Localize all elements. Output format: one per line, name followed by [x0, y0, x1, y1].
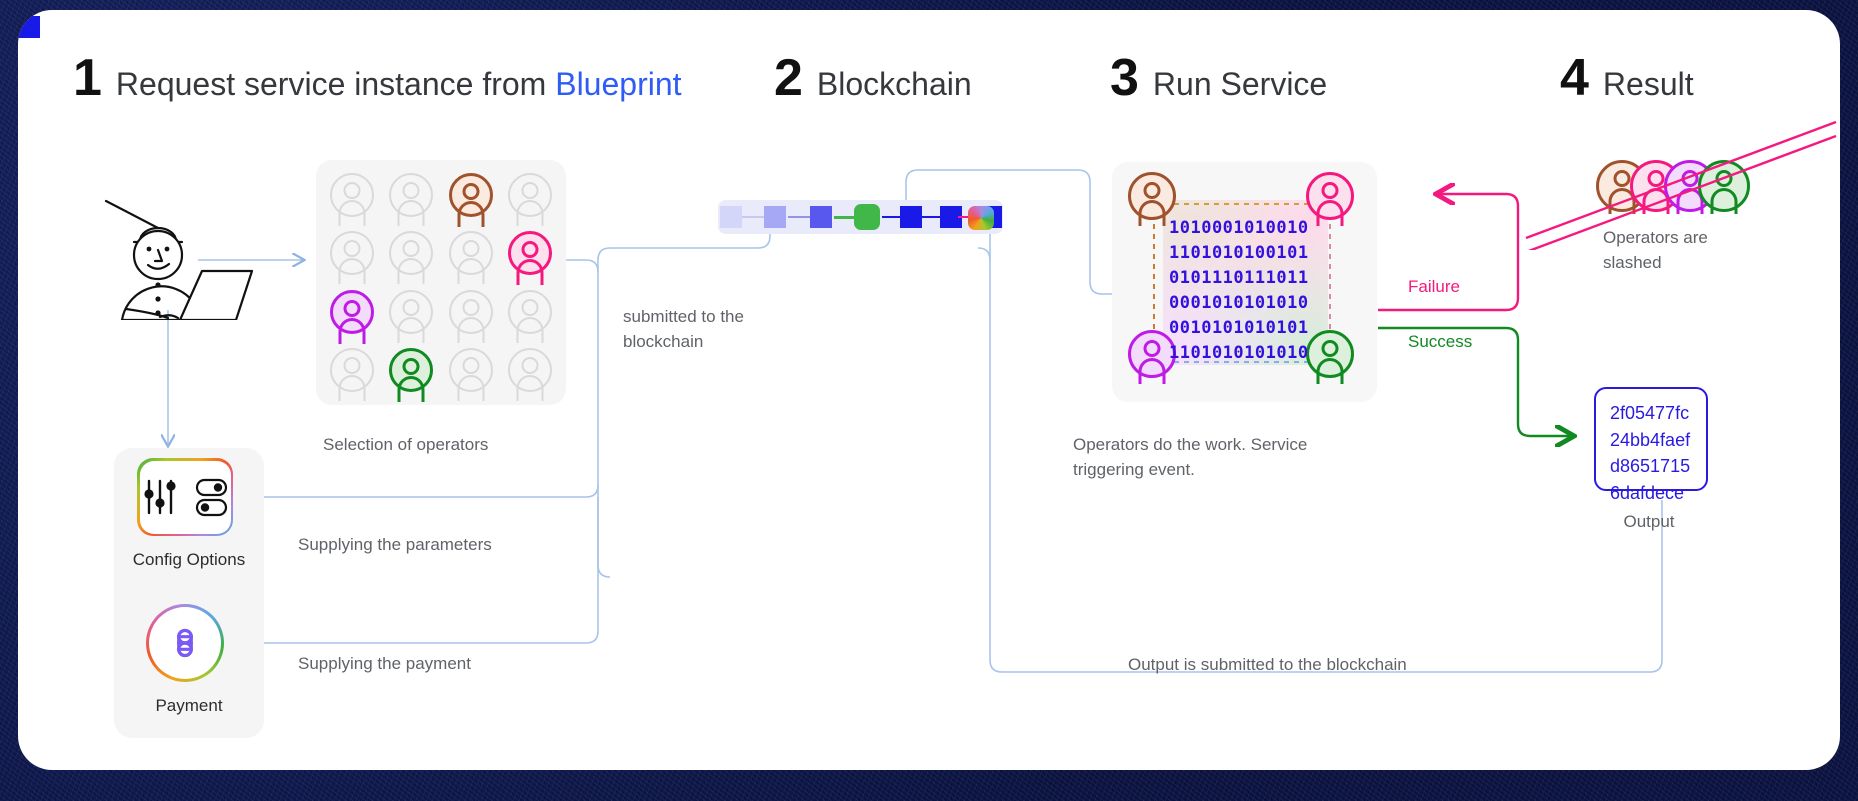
chain-block-5 [940, 206, 962, 228]
step-number-1: 1 [73, 49, 102, 107]
hash-line: 2f05477fc [1610, 403, 1690, 423]
service-operator-green [1306, 330, 1354, 384]
service-operator-pink [1306, 172, 1354, 226]
caption-supplying-parameters: Supplying the parameters [298, 535, 492, 554]
caption-submitted-to-blockchain: submitted to the blockchain [623, 307, 744, 351]
label-failure: Failure [1408, 277, 1460, 296]
avatar-icon [329, 231, 374, 285]
service-operator-brown [1128, 172, 1176, 226]
step-number-3: 3 [1110, 49, 1139, 107]
step-number-4: 4 [1560, 49, 1589, 107]
run-service-work-area [1163, 200, 1328, 365]
operator-cell[interactable] [441, 341, 501, 401]
avatar-icon [389, 231, 434, 285]
caption-operators-slashed: Operators are slashed [1603, 228, 1708, 272]
avatar-icon [448, 347, 493, 401]
hash-line: d8651715 [1610, 456, 1691, 477]
chain-block-green [854, 204, 880, 230]
avatar-icon [508, 289, 553, 343]
operator-cell[interactable] [441, 224, 501, 285]
chain-end-group [958, 200, 1004, 234]
slash-lines-icon [1525, 120, 1837, 250]
avatar-icon [389, 347, 434, 402]
config-options-tile[interactable] [137, 458, 233, 536]
avatar-icon [448, 173, 493, 228]
blueprint-accent: Blueprint [555, 66, 682, 102]
chain-block-3 [810, 206, 832, 228]
step-title-1: Request service instance from Blueprint [115, 66, 682, 102]
sliders-icon [143, 479, 176, 515]
binary-line: 1010001010010 [1169, 218, 1309, 238]
step-heading-4: 4 Result [1560, 52, 1694, 104]
operator-cell[interactable] [382, 283, 442, 343]
diagram-card: 1 Request service instance from Blueprin… [18, 10, 1840, 770]
caption-operators-do-work: Operators do the work. Service triggerin… [1073, 435, 1308, 479]
step-title-4: Result [1602, 66, 1694, 102]
step-title-3: Run Service [1152, 66, 1328, 102]
binary-line: 0101110111011 [1169, 267, 1309, 288]
step-heading-2: 2 Blockchain [774, 52, 972, 104]
operator-grid[interactable] [316, 160, 566, 405]
hash-line: 6dafdece [1610, 482, 1685, 503]
operator-cell[interactable] [322, 341, 382, 401]
operator-cell[interactable] [322, 166, 382, 227]
binary-line: 0001010101010 [1169, 292, 1309, 313]
avatar-icon [329, 289, 374, 344]
config-options-label: Config Options [132, 550, 246, 569]
slashed-operator-green [1698, 160, 1750, 214]
operator-cell[interactable] [501, 283, 561, 343]
avatar-icon [389, 173, 434, 227]
operator-cell-selected-purple[interactable] [322, 283, 382, 344]
output-hash-text: 2f05477fc 24bb4faef d8651715 6dafdece [1610, 400, 1690, 507]
avatar-icon [329, 347, 374, 401]
service-operator-purple [1128, 330, 1176, 384]
payment-tile[interactable] [146, 604, 224, 682]
binary-line: 1101010101010 [1169, 342, 1309, 363]
operator-cell[interactable] [382, 224, 442, 285]
operator-cell-selected-green[interactable] [382, 341, 442, 402]
operator-cell[interactable] [501, 166, 561, 227]
avatar-icon [389, 289, 434, 343]
operator-cell[interactable] [441, 283, 501, 343]
chain-block-1 [720, 206, 742, 228]
caption-output-submitted: Output is submitted to the blockchain [1128, 655, 1407, 674]
user-snowman-illustration [104, 199, 254, 320]
command-payment-icon [177, 628, 193, 658]
binary-code-block: 1010001010010 1101010100101 010111011101… [1169, 216, 1309, 366]
step-title-2: Blockchain [816, 66, 972, 102]
binary-line: 1101010100101 [1169, 242, 1309, 263]
avatar-icon [448, 231, 493, 285]
avatar-icon [448, 289, 493, 343]
binary-line: 0010101010101 [1169, 317, 1309, 338]
label-success: Success [1408, 332, 1473, 351]
chain-block-2 [764, 206, 786, 228]
operator-cell[interactable] [322, 224, 382, 285]
output-hash-box [1594, 387, 1708, 491]
operator-cell-selected-brown[interactable] [441, 166, 501, 228]
avatar-icon [329, 173, 374, 227]
avatar-icon [508, 231, 553, 286]
hash-line: 24bb4faef [1610, 429, 1691, 450]
output-label: Output [1623, 512, 1675, 531]
operator-cell[interactable] [501, 341, 561, 401]
operator-cell[interactable] [382, 166, 442, 227]
caption-selection-of-operators: Selection of operators [323, 435, 489, 454]
chain-block-4 [900, 206, 922, 228]
toggle-switches-icon [195, 478, 227, 517]
avatar-icon [508, 347, 553, 401]
payment-label: Payment [155, 696, 223, 715]
operator-cell-selected-pink[interactable] [501, 224, 561, 286]
step-heading-3: 3 Run Service [1110, 52, 1327, 104]
caption-supplying-payment: Supplying the payment [298, 654, 471, 673]
avatar-icon [508, 173, 553, 227]
chain-block-gradient [968, 206, 994, 230]
step-number-2: 2 [774, 49, 803, 107]
step-heading-1: 1 Request service instance from Blueprin… [73, 52, 682, 104]
